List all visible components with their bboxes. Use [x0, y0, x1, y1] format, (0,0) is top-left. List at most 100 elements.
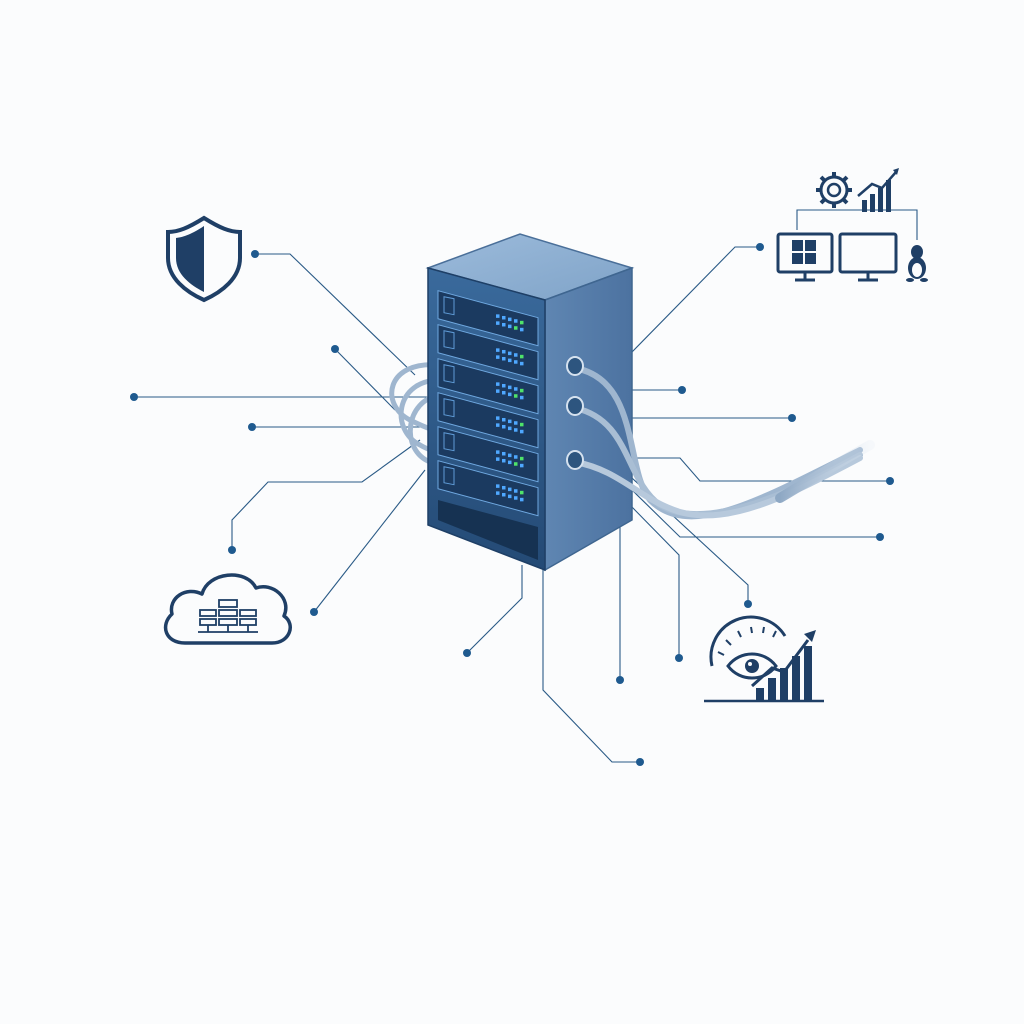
status-led-green: [520, 320, 524, 325]
eye-gauge-chart-icon: [704, 615, 824, 703]
status-led-blue: [520, 327, 524, 332]
status-led-blue: [502, 451, 506, 456]
status-led-blue: [502, 492, 506, 497]
rack-unit: [437, 358, 539, 415]
status-led-blue: [502, 383, 506, 388]
status-led-blue: [514, 387, 518, 391]
status-led-green: [520, 388, 524, 393]
rack-unit: [437, 290, 539, 347]
endpoint-dot: [675, 654, 683, 662]
leader-line: [334, 348, 396, 411]
status-led-blue: [514, 319, 518, 323]
status-led-blue: [514, 428, 518, 432]
eye-icon: [726, 652, 778, 680]
endpoint-dot: [876, 533, 884, 541]
status-led-blue: [496, 382, 500, 386]
status-led-blue: [508, 317, 512, 322]
rack-unit: [437, 392, 539, 449]
endpoint-dot: [228, 546, 236, 554]
status-led-blue: [496, 416, 500, 420]
penguin-icon: [906, 245, 928, 282]
status-led-blue: [508, 453, 512, 458]
status-led-blue: [508, 358, 512, 363]
status-led-blue: [514, 421, 518, 425]
right-cables: [572, 365, 875, 520]
status-led-blue: [496, 484, 500, 488]
gear-icon: [816, 172, 852, 208]
endpoint-dot: [331, 345, 339, 353]
status-led-blue: [502, 424, 506, 429]
status-led-blue: [508, 460, 512, 465]
status-led-blue: [496, 450, 500, 454]
endpoint-dot: [463, 649, 471, 657]
status-led-blue: [514, 455, 518, 459]
leader-line: [313, 469, 426, 613]
status-led-blue: [508, 487, 512, 492]
status-led-green: [514, 394, 518, 398]
status-led-blue: [520, 463, 524, 468]
status-led-blue: [496, 457, 500, 461]
endpoint-dot: [130, 393, 138, 401]
status-led-green: [520, 490, 524, 495]
endpoint-dot: [310, 608, 318, 616]
status-led-blue: [520, 429, 524, 434]
status-led-blue: [508, 351, 512, 356]
cable-ports: [566, 356, 584, 470]
status-led-blue: [520, 395, 524, 400]
status-led-blue: [508, 494, 512, 499]
leader-line: [542, 568, 640, 763]
leader-line: [631, 246, 760, 353]
status-led-blue: [502, 390, 506, 395]
rack-unit: [437, 460, 539, 517]
status-led-blue: [496, 491, 500, 495]
status-led-blue: [508, 324, 512, 329]
shield-icon: [166, 215, 242, 303]
status-led-blue: [496, 389, 500, 393]
endpoint-dot: [251, 250, 259, 258]
endpoint-dot: [756, 243, 764, 251]
status-led-blue: [514, 353, 518, 357]
status-led-green: [520, 354, 524, 359]
status-led-blue: [496, 321, 500, 325]
status-led-blue: [502, 322, 506, 327]
leader-line: [796, 209, 918, 240]
status-led-blue: [502, 485, 506, 490]
endpoint-dot: [248, 423, 256, 431]
status-led-blue: [514, 360, 518, 364]
endpoint-dot: [744, 600, 752, 608]
status-led-green: [520, 422, 524, 427]
leader-lines: [134, 209, 918, 763]
status-led-blue: [514, 489, 518, 493]
leader-line: [629, 504, 680, 658]
status-led-blue: [502, 315, 506, 320]
rack-unit: [437, 426, 539, 483]
status-led-blue: [520, 497, 524, 502]
status-led-green: [514, 462, 518, 466]
endpoint-dot: [886, 477, 894, 485]
status-led-blue: [508, 426, 512, 431]
monitor-icon: [838, 232, 898, 282]
windows-monitor-icon: [776, 232, 834, 282]
leader-line: [231, 439, 421, 550]
status-led-green: [514, 326, 518, 330]
monitors-gear-chart-icon: [776, 168, 928, 282]
endpoint-dots: [130, 243, 894, 766]
status-led-blue: [502, 417, 506, 422]
status-led-blue: [502, 458, 506, 463]
rack-unit: [437, 324, 539, 381]
status-led-blue: [496, 423, 500, 427]
status-led-blue: [508, 419, 512, 424]
endpoint-dot: [678, 386, 686, 394]
status-led-blue: [514, 496, 518, 500]
leader-line: [631, 489, 880, 538]
status-led-blue: [496, 314, 500, 318]
status-led-blue: [502, 349, 506, 354]
leader-line: [255, 253, 416, 376]
leader-line: [466, 565, 523, 654]
status-led-blue: [508, 385, 512, 390]
endpoint-dot: [636, 758, 644, 766]
status-led-blue: [520, 361, 524, 366]
status-led-blue: [502, 356, 506, 361]
cloud-server-icon: [163, 573, 292, 645]
